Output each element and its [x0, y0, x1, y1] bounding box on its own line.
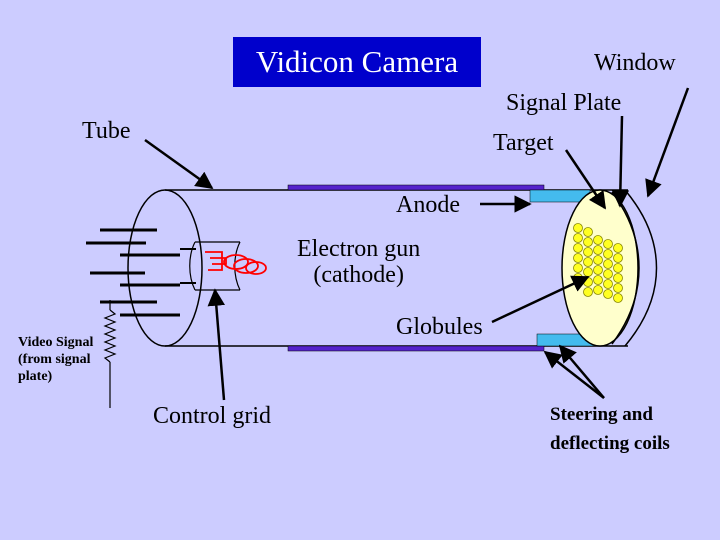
- globule: [583, 247, 593, 257]
- globule: [613, 263, 623, 273]
- globule: [603, 269, 613, 279]
- label-video-signal-line2: (from signal: [18, 351, 91, 367]
- globule: [573, 223, 583, 233]
- coil-bottom: [287, 345, 545, 352]
- window-edge: [624, 189, 658, 347]
- label-coils-line2: deflecting coils: [550, 432, 670, 454]
- globule: [603, 239, 613, 249]
- coil-top: [287, 184, 545, 191]
- label-anode: Anode: [396, 192, 460, 218]
- globule: [583, 237, 593, 247]
- video-signal-resistor: [103, 300, 117, 408]
- label-window: Window: [594, 50, 676, 76]
- globule: [613, 253, 623, 263]
- arrow-globules: [491, 275, 590, 324]
- globule: [593, 265, 603, 275]
- label-electron-gun: Electron gun (cathode): [297, 236, 420, 289]
- tube-left-end: [127, 189, 203, 347]
- label-coils: Steering and deflecting coils: [550, 401, 670, 458]
- arrow-window: [645, 87, 690, 198]
- arrow-target: [564, 149, 607, 210]
- globule: [603, 259, 613, 269]
- gun-pins: [86, 228, 180, 317]
- globule: [593, 285, 603, 295]
- arrow-tube: [144, 138, 214, 190]
- globule: [613, 293, 623, 303]
- globules: [573, 223, 623, 303]
- globule: [603, 249, 613, 259]
- control-grid-cylinder: [180, 241, 241, 291]
- globule: [573, 253, 583, 263]
- globule: [593, 255, 603, 265]
- globule: [583, 287, 593, 297]
- cathode-filament: [205, 251, 267, 275]
- label-video-signal: Video Signal (from signal plate): [18, 335, 93, 385]
- arrow-coils-right: [558, 344, 605, 399]
- globule: [593, 245, 603, 255]
- arrow-coils-left: [543, 350, 605, 399]
- label-electron-gun-line2: (cathode): [313, 262, 404, 289]
- diagram-title: Vidicon Camera: [233, 37, 481, 87]
- globule: [593, 275, 603, 285]
- label-target: Target: [493, 130, 554, 156]
- signal-plate-edge: [611, 191, 640, 345]
- globule: [583, 257, 593, 267]
- globule: [613, 273, 623, 283]
- label-tube: Tube: [82, 118, 131, 144]
- globule: [603, 279, 613, 289]
- globule: [593, 235, 603, 245]
- label-electron-gun-line1: Electron gun: [297, 236, 421, 262]
- pointer-arrows: [144, 87, 690, 401]
- label-video-signal-line3: plate): [18, 368, 53, 384]
- globule: [583, 267, 593, 277]
- globule: [573, 263, 583, 273]
- label-coils-line1: Steering and: [550, 404, 653, 425]
- tube-body: [127, 189, 628, 347]
- label-control-grid: Control grid: [153, 403, 271, 429]
- label-globules: Globules: [396, 314, 483, 340]
- globule: [583, 227, 593, 237]
- globule: [573, 233, 583, 243]
- label-video-signal-line1: Video Signal: [18, 335, 94, 350]
- globule: [613, 283, 623, 293]
- globule: [603, 289, 613, 299]
- arrow-signal-plate: [611, 115, 630, 208]
- label-signal-plate: Signal Plate: [506, 90, 622, 116]
- arrow-control-grid: [207, 288, 226, 401]
- globule: [613, 243, 623, 253]
- globule: [573, 243, 583, 253]
